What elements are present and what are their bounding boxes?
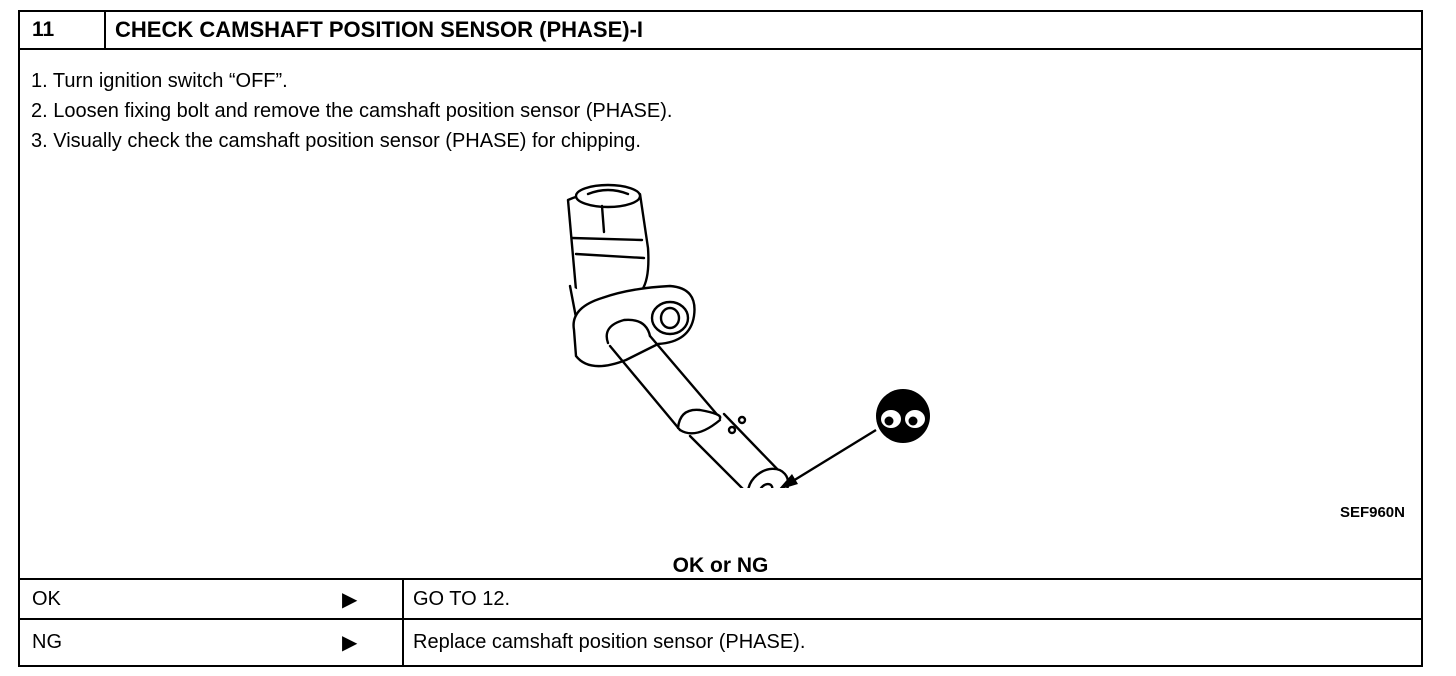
step-title: CHECK CAMSHAFT POSITION SENSOR (PHASE)-I [115,17,644,42]
figure-code: SEF960N [1339,504,1405,521]
column-divider [402,620,404,665]
instruction-list: 1. Turn ignition switch “OFF”. 2. Loosen… [31,66,672,156]
column-divider [402,580,404,618]
result-row-ng: NG ▶ Replace camshaft position sensor (P… [20,618,1421,665]
pointer-arrow-icon [779,428,877,488]
step-body: 1. Turn ignition switch “OFF”. 2. Loosen… [20,50,1421,580]
camshaft-sensor-illustration [566,183,930,488]
result-label: NG [32,631,62,653]
arrow-right-icon: ▶ [342,588,358,611]
arrow-right-icon: ▶ [342,632,358,654]
step-header: 11 CHECK CAMSHAFT POSITION SENSOR (PHASE… [20,12,1421,50]
result-row-ok: OK ▶ GO TO 12. [20,578,1421,618]
step-number: 11 [20,12,106,48]
instruction-item: 3. Visually check the camshaft position … [31,130,641,152]
instruction-item: 2. Loosen fixing bolt and remove the cam… [31,100,673,122]
procedure-sheet: 11 CHECK CAMSHAFT POSITION SENSOR (PHASE… [18,10,1423,667]
result-label: OK [32,587,61,610]
inspect-eyes-icon [876,389,930,443]
result-action: GO TO 12. [413,587,511,610]
result-heading: OK or NG [672,554,769,577]
result-action: Replace camshaft position sensor (PHASE)… [413,631,806,653]
instruction-item: 1. Turn ignition switch “OFF”. [31,70,288,92]
